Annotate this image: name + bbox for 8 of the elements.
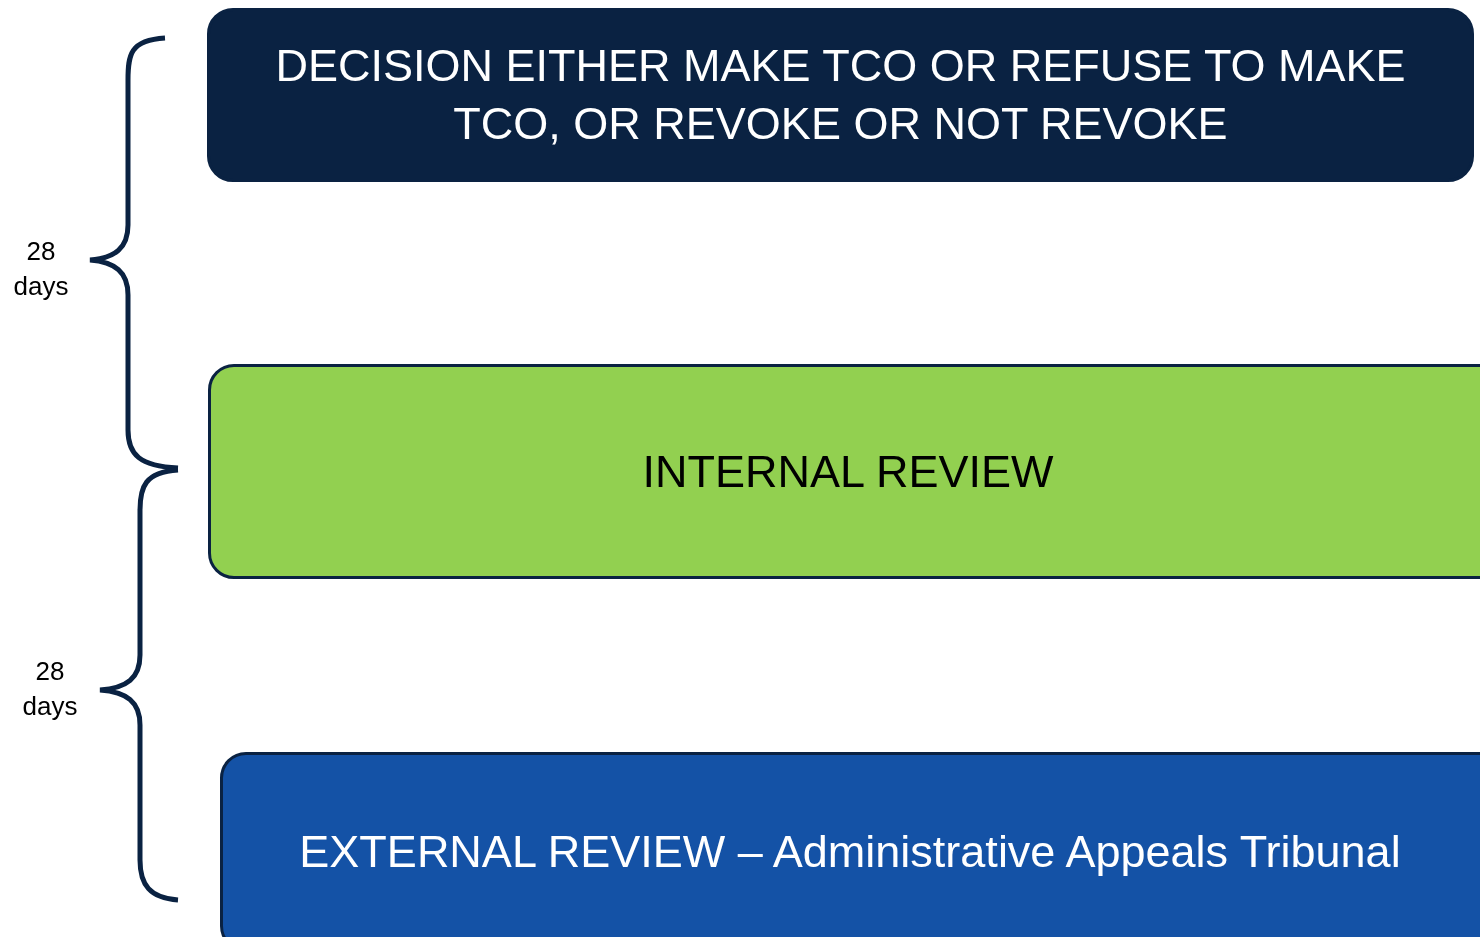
- process-box: [220, 752, 1480, 937]
- box-text: INTERNAL REVIEW: [642, 444, 1054, 499]
- process-box: [207, 8, 1474, 182]
- box-text: EXTERNAL REVIEW – Administrative Appeals Tribunal: [299, 825, 1401, 879]
- process-box: [208, 364, 1480, 579]
- duration-label: 28 days: [21, 655, 79, 723]
- box-text: DECISION EITHER MAKE TCO OR REFUSE TO MAKE TCO, OR REVOKE OR NOT REVOKE: [274, 39, 1407, 151]
- duration-label: 28 days: [12, 235, 70, 303]
